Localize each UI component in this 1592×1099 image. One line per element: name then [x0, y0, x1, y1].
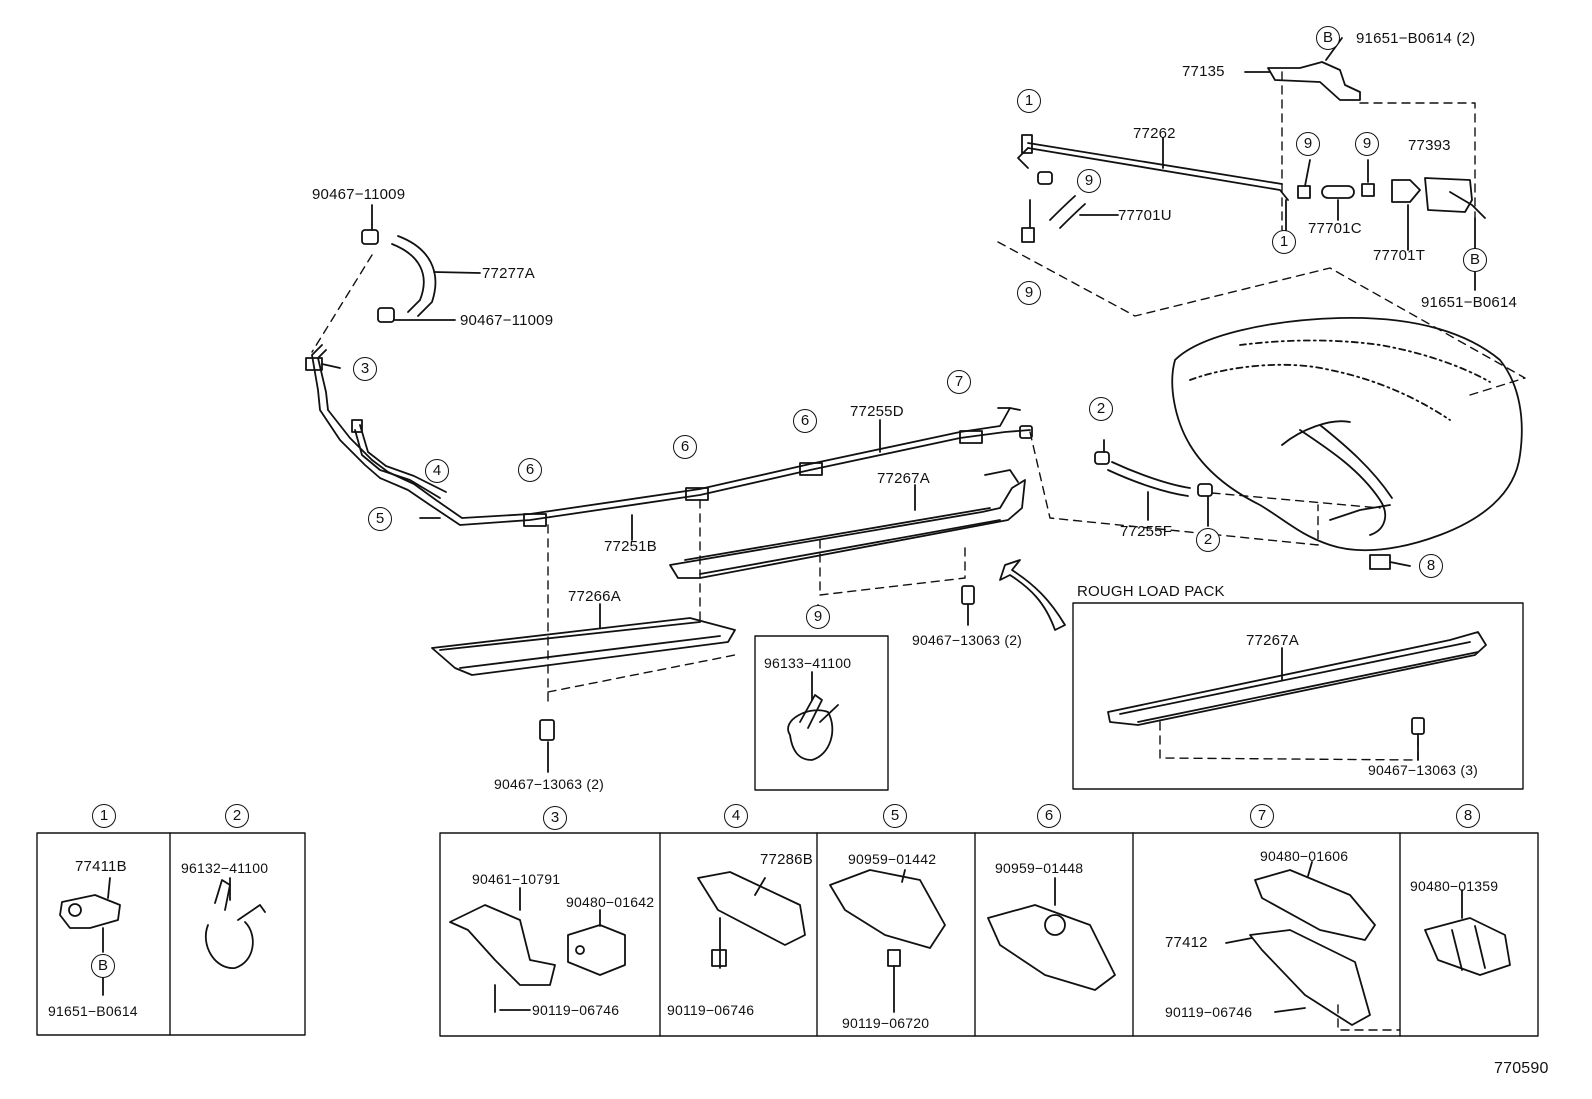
main-fuel-lines [305, 344, 1213, 541]
part-number-77267a: 77267A [877, 470, 930, 487]
callout-9-main: 9 [806, 605, 830, 629]
part-number-77277a: 77277A [482, 265, 535, 282]
part-number-90119-06746-box7: 90119−06746 [1165, 1004, 1253, 1020]
left-hose-assembly [361, 204, 481, 323]
callout-1-bottom: 1 [1272, 230, 1296, 254]
callout-9-c: 9 [1077, 169, 1101, 193]
part-number-96133-41100: 96133−41100 [764, 655, 852, 671]
part-number-96132-41100: 96132−41100 [181, 860, 269, 876]
part-number-91651-b0614-2: 91651−B0614 (2) [1356, 30, 1476, 47]
callout-2-a: 2 [1089, 397, 1113, 421]
callout-4: 4 [425, 459, 449, 483]
callout-9-b: 9 [1355, 132, 1379, 156]
part-number-77135: 77135 [1182, 63, 1225, 80]
rough-load-pack-box [1072, 602, 1524, 790]
part-number-90467-11009-mid: 90467−11009 [460, 312, 554, 329]
callout-9-d: 9 [1017, 281, 1041, 305]
callout-7: 7 [947, 370, 971, 394]
part-number-90119-06746-box4: 90119−06746 [667, 1002, 755, 1018]
callout-6-c: 6 [793, 409, 817, 433]
part-number-90119-06746-box3: 90119−06746 [532, 1002, 620, 1018]
callout-2-b: 2 [1196, 528, 1220, 552]
callout-1-top: 1 [1017, 89, 1041, 113]
callout-6-a: 6 [518, 458, 542, 482]
figure-code: 770590 [1494, 1060, 1549, 1077]
fuel-tank [1171, 316, 1523, 570]
part-number-77266a: 77266A [568, 588, 621, 605]
detail-boxes [36, 832, 1539, 1037]
part-number-77411b: 77411B [75, 858, 127, 875]
part-number-77412: 77412 [1165, 934, 1208, 951]
part-number-77251b: 77251B [604, 538, 657, 555]
part-number-91651-b0614: 91651−B0614 [1421, 294, 1518, 311]
callout-8: 8 [1419, 554, 1443, 578]
detail-header-3: 3 [543, 806, 567, 830]
part-number-90119-06720: 90119−06720 [842, 1015, 930, 1031]
part-number-90467-11009-top: 90467−11009 [312, 186, 406, 203]
part-number-90480-01606: 90480−01606 [1260, 848, 1349, 864]
part-number-77286b: 77286B [760, 851, 813, 868]
part-number-90461-10791: 90461−10791 [472, 871, 561, 887]
vent-line-assembly [1017, 37, 1486, 291]
callout-b-top: B [1316, 26, 1340, 50]
callout-5: 5 [368, 507, 392, 531]
part-number-77701t: 77701T [1373, 247, 1426, 264]
detail-header-5: 5 [883, 804, 907, 828]
direction-arrow [999, 559, 1066, 631]
detail-header-8: 8 [1456, 804, 1480, 828]
detail-header-2: 2 [225, 804, 249, 828]
part-number-77255f: 77255F [1120, 523, 1173, 540]
detail-header-7: 7 [1250, 804, 1274, 828]
callout-3: 3 [353, 357, 377, 381]
part-number-77701u: 77701U [1118, 207, 1172, 224]
callout-b-box1: B [91, 954, 115, 978]
callout-b-right: B [1463, 248, 1487, 272]
detail-header-6: 6 [1037, 804, 1061, 828]
part-number-77267a-rough: 77267A [1246, 632, 1299, 649]
part-number-91651-b0614-box1: 91651−B0614 [48, 1003, 138, 1019]
part-number-77701c: 77701C [1308, 220, 1362, 237]
detail-header-4: 4 [724, 804, 748, 828]
part-number-90959-01448: 90959−01448 [995, 860, 1084, 876]
part-number-77255d: 77255D [850, 403, 904, 420]
part-number-77262: 77262 [1133, 125, 1176, 142]
clip-detail-box [754, 604, 889, 791]
part-number-90467-13063-2-mid: 90467−13063 (2) [912, 632, 1023, 648]
detail-header-1: 1 [92, 804, 116, 828]
detail-box-parts [59, 861, 1511, 1026]
rough-load-pack-label: ROUGH LOAD PACK [1077, 583, 1225, 600]
dashed-leader-lines [311, 71, 1526, 1031]
part-number-90467-13063-2-left: 90467−13063 (2) [494, 776, 605, 792]
part-number-90480-01642: 90480−01642 [566, 894, 655, 910]
part-number-90467-13063-3: 90467−13063 (3) [1368, 762, 1479, 778]
callout-6-b: 6 [673, 435, 697, 459]
part-number-90959-01442: 90959−01442 [848, 851, 937, 867]
part-number-77393: 77393 [1408, 137, 1451, 154]
part-number-90480-01359: 90480−01359 [1410, 878, 1499, 894]
protector-plates [431, 469, 1026, 773]
callout-9-a: 9 [1296, 132, 1320, 156]
